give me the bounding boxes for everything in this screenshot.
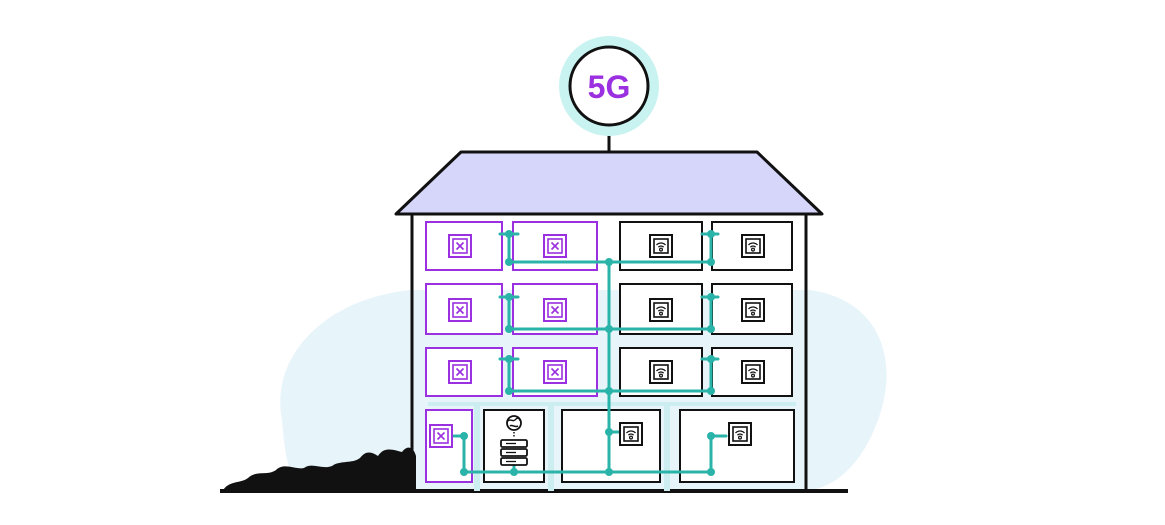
wifi-access-point-icon [649, 360, 673, 384]
blocked-device-icon [543, 360, 567, 384]
blocked-device-icon [448, 234, 472, 258]
blocked-device-icon [543, 234, 567, 258]
ground-floor-structure [428, 402, 796, 491]
wifi-access-point-icon [649, 298, 673, 322]
blocked-device-icon [543, 298, 567, 322]
wifi-access-point-icon [619, 422, 643, 446]
building-walls [410, 214, 808, 491]
blocked-device-icon [448, 360, 472, 384]
room-blocked [425, 283, 503, 335]
wifi-access-point-icon [741, 298, 765, 322]
globe-icon [506, 415, 522, 431]
5g-badge [568, 45, 650, 127]
5g-label: 5G [588, 69, 631, 105]
blocked-device-icon [429, 424, 453, 448]
bush-silhouette [222, 447, 416, 492]
wifi-access-point-icon [728, 422, 752, 446]
cable-junctions [460, 230, 715, 476]
room-wifi [711, 347, 793, 397]
wifi-access-point-icon [649, 234, 673, 258]
blocked-device-icon [448, 298, 472, 322]
room-wifi [619, 347, 703, 397]
server-rack-icon [500, 415, 528, 466]
wifi-access-point-icon [741, 360, 765, 384]
wifi-access-point-icon [741, 234, 765, 258]
roof [394, 150, 824, 216]
